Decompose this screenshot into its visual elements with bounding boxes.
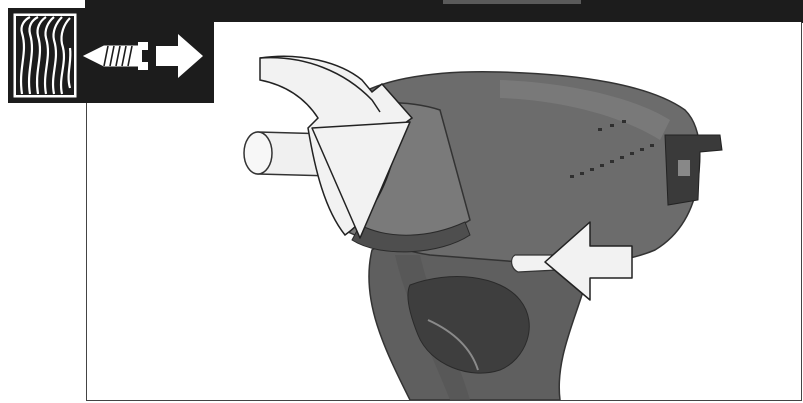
icon-panel xyxy=(8,8,214,103)
screw-icon xyxy=(84,42,148,70)
right-arrow-icon xyxy=(156,34,203,78)
wood-grain-icon xyxy=(14,14,76,97)
